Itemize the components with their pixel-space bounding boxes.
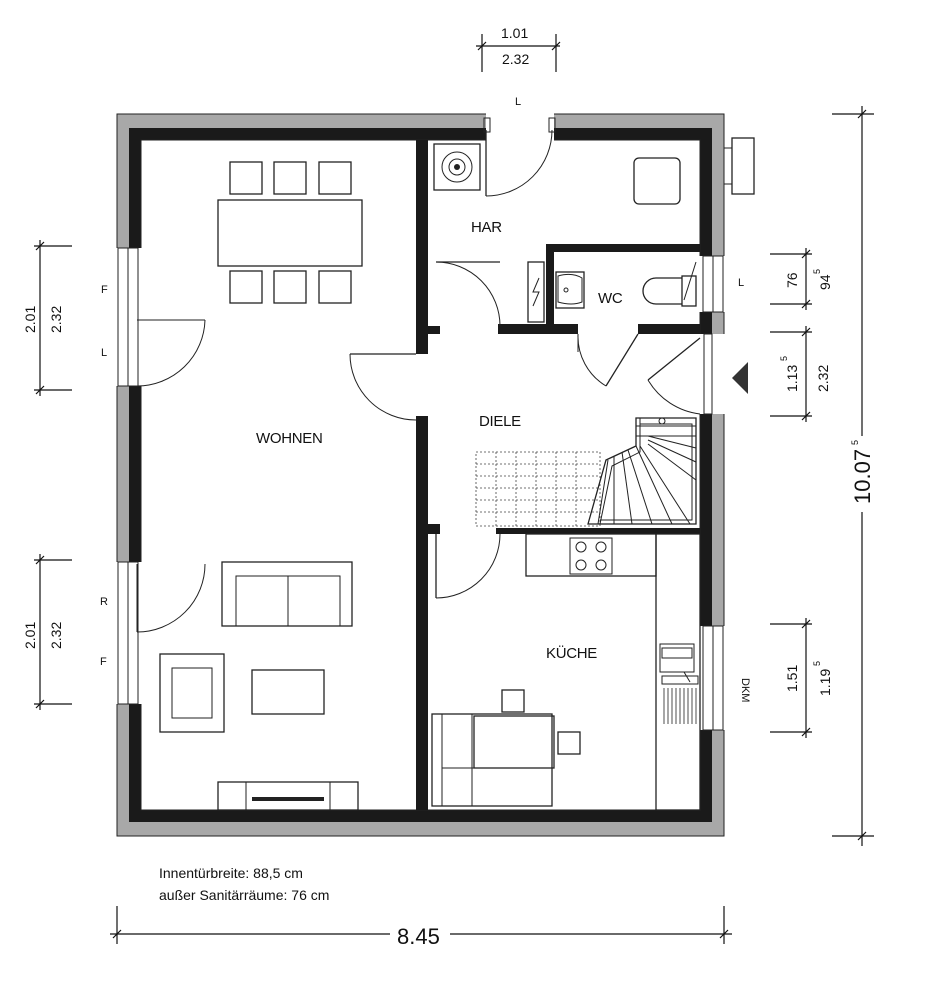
dim-value: 2.32 [48,306,64,333]
dimension-kitchen-window: 1.51 1.19 5 [770,618,833,738]
chair [273,270,307,304]
utility-room-fixtures [433,143,681,323]
chair [229,270,263,304]
kitchen-fixtures [431,533,701,811]
dim-value: 2.01 [22,622,38,649]
chair [318,270,352,304]
toilet [642,277,682,305]
dimension-left-lower: 2.01 2.32 [22,554,72,710]
dining-table [217,199,363,267]
dim-value-sup: 5 [850,440,860,445]
window-mark: L [515,96,521,108]
notes: Innentürbreite: 88,5 cm außer Sanitärräu… [159,865,329,903]
room-label-har: HAR [471,219,502,236]
note-line: außer Sanitärräume: 76 cm [159,887,329,903]
dining-set [217,161,363,304]
doors [136,129,701,633]
dimension-top-door: 1.01 2.32 [476,25,561,72]
room-label-wc: WC [598,290,623,307]
washing-machine [433,143,481,191]
window-mark: F [100,656,107,668]
dimension-left-upper: 2.01 2.32 [22,240,72,396]
living-set [159,561,359,811]
armchair [159,653,225,733]
dim-value: 2.32 [48,622,64,649]
room-label-diele: DIELE [479,413,521,430]
dim-value: 1.13 [784,365,800,392]
dim-value-sup: 5 [779,356,789,361]
room-label-kueche: KÜCHE [546,644,597,662]
electric-panel [527,261,545,323]
wc-fixtures [555,261,697,309]
chair [318,161,352,195]
room-labels: WOHNEN HAR WC DIELE KÜCHE [256,219,623,662]
dim-value: 1.19 [817,669,833,696]
note-line: Innentürbreite: 88,5 cm [159,865,303,881]
entrance-arrow-icon [732,362,748,394]
dimension-wc-window: 76 94 5 [770,248,833,310]
window-mark: L [738,277,744,289]
staircase [475,417,697,527]
dim-value: 1.51 [784,665,800,692]
window-mark: L [101,347,107,359]
counter [525,533,657,577]
dim-value-sup: 5 [812,269,822,274]
dim-value: 10.07 [850,449,875,504]
room-label-wohnen: WOHNEN [256,430,323,447]
dim-value: 94 [817,274,833,290]
dim-value: 2.01 [22,306,38,333]
chair [229,161,263,195]
dim-value: 76 [784,272,800,288]
dimension-total-height: 10.07 5 [832,106,876,846]
meter-box [731,137,755,195]
window-marks: F L R F L L DKM [100,96,751,702]
dim-value: 2.32 [502,51,529,67]
sideboard [217,781,359,811]
sofa [221,561,353,627]
window-mark: DKM [739,678,751,702]
dim-value: 8.45 [397,924,440,949]
coffee-table [251,669,325,715]
corner-bench [431,713,553,807]
interior-walls [416,140,700,810]
dimension-total-width: 8.45 [110,906,732,949]
chair [273,161,307,195]
dimension-entry: 1.13 5 2.32 [770,326,831,422]
kitchen-table [473,715,555,769]
dim-value: 1.01 [501,25,528,41]
stool [501,689,525,713]
dim-value: 2.32 [815,365,831,392]
dim-value-sup: 5 [812,661,822,666]
window-frames [117,117,724,731]
wash-basin [555,271,585,309]
sink [659,643,695,673]
stool [557,731,581,755]
window-mark: F [101,284,108,296]
cooktop [569,537,613,575]
exterior-items [723,137,755,394]
boiler [633,157,681,205]
window-mark: R [100,596,108,608]
